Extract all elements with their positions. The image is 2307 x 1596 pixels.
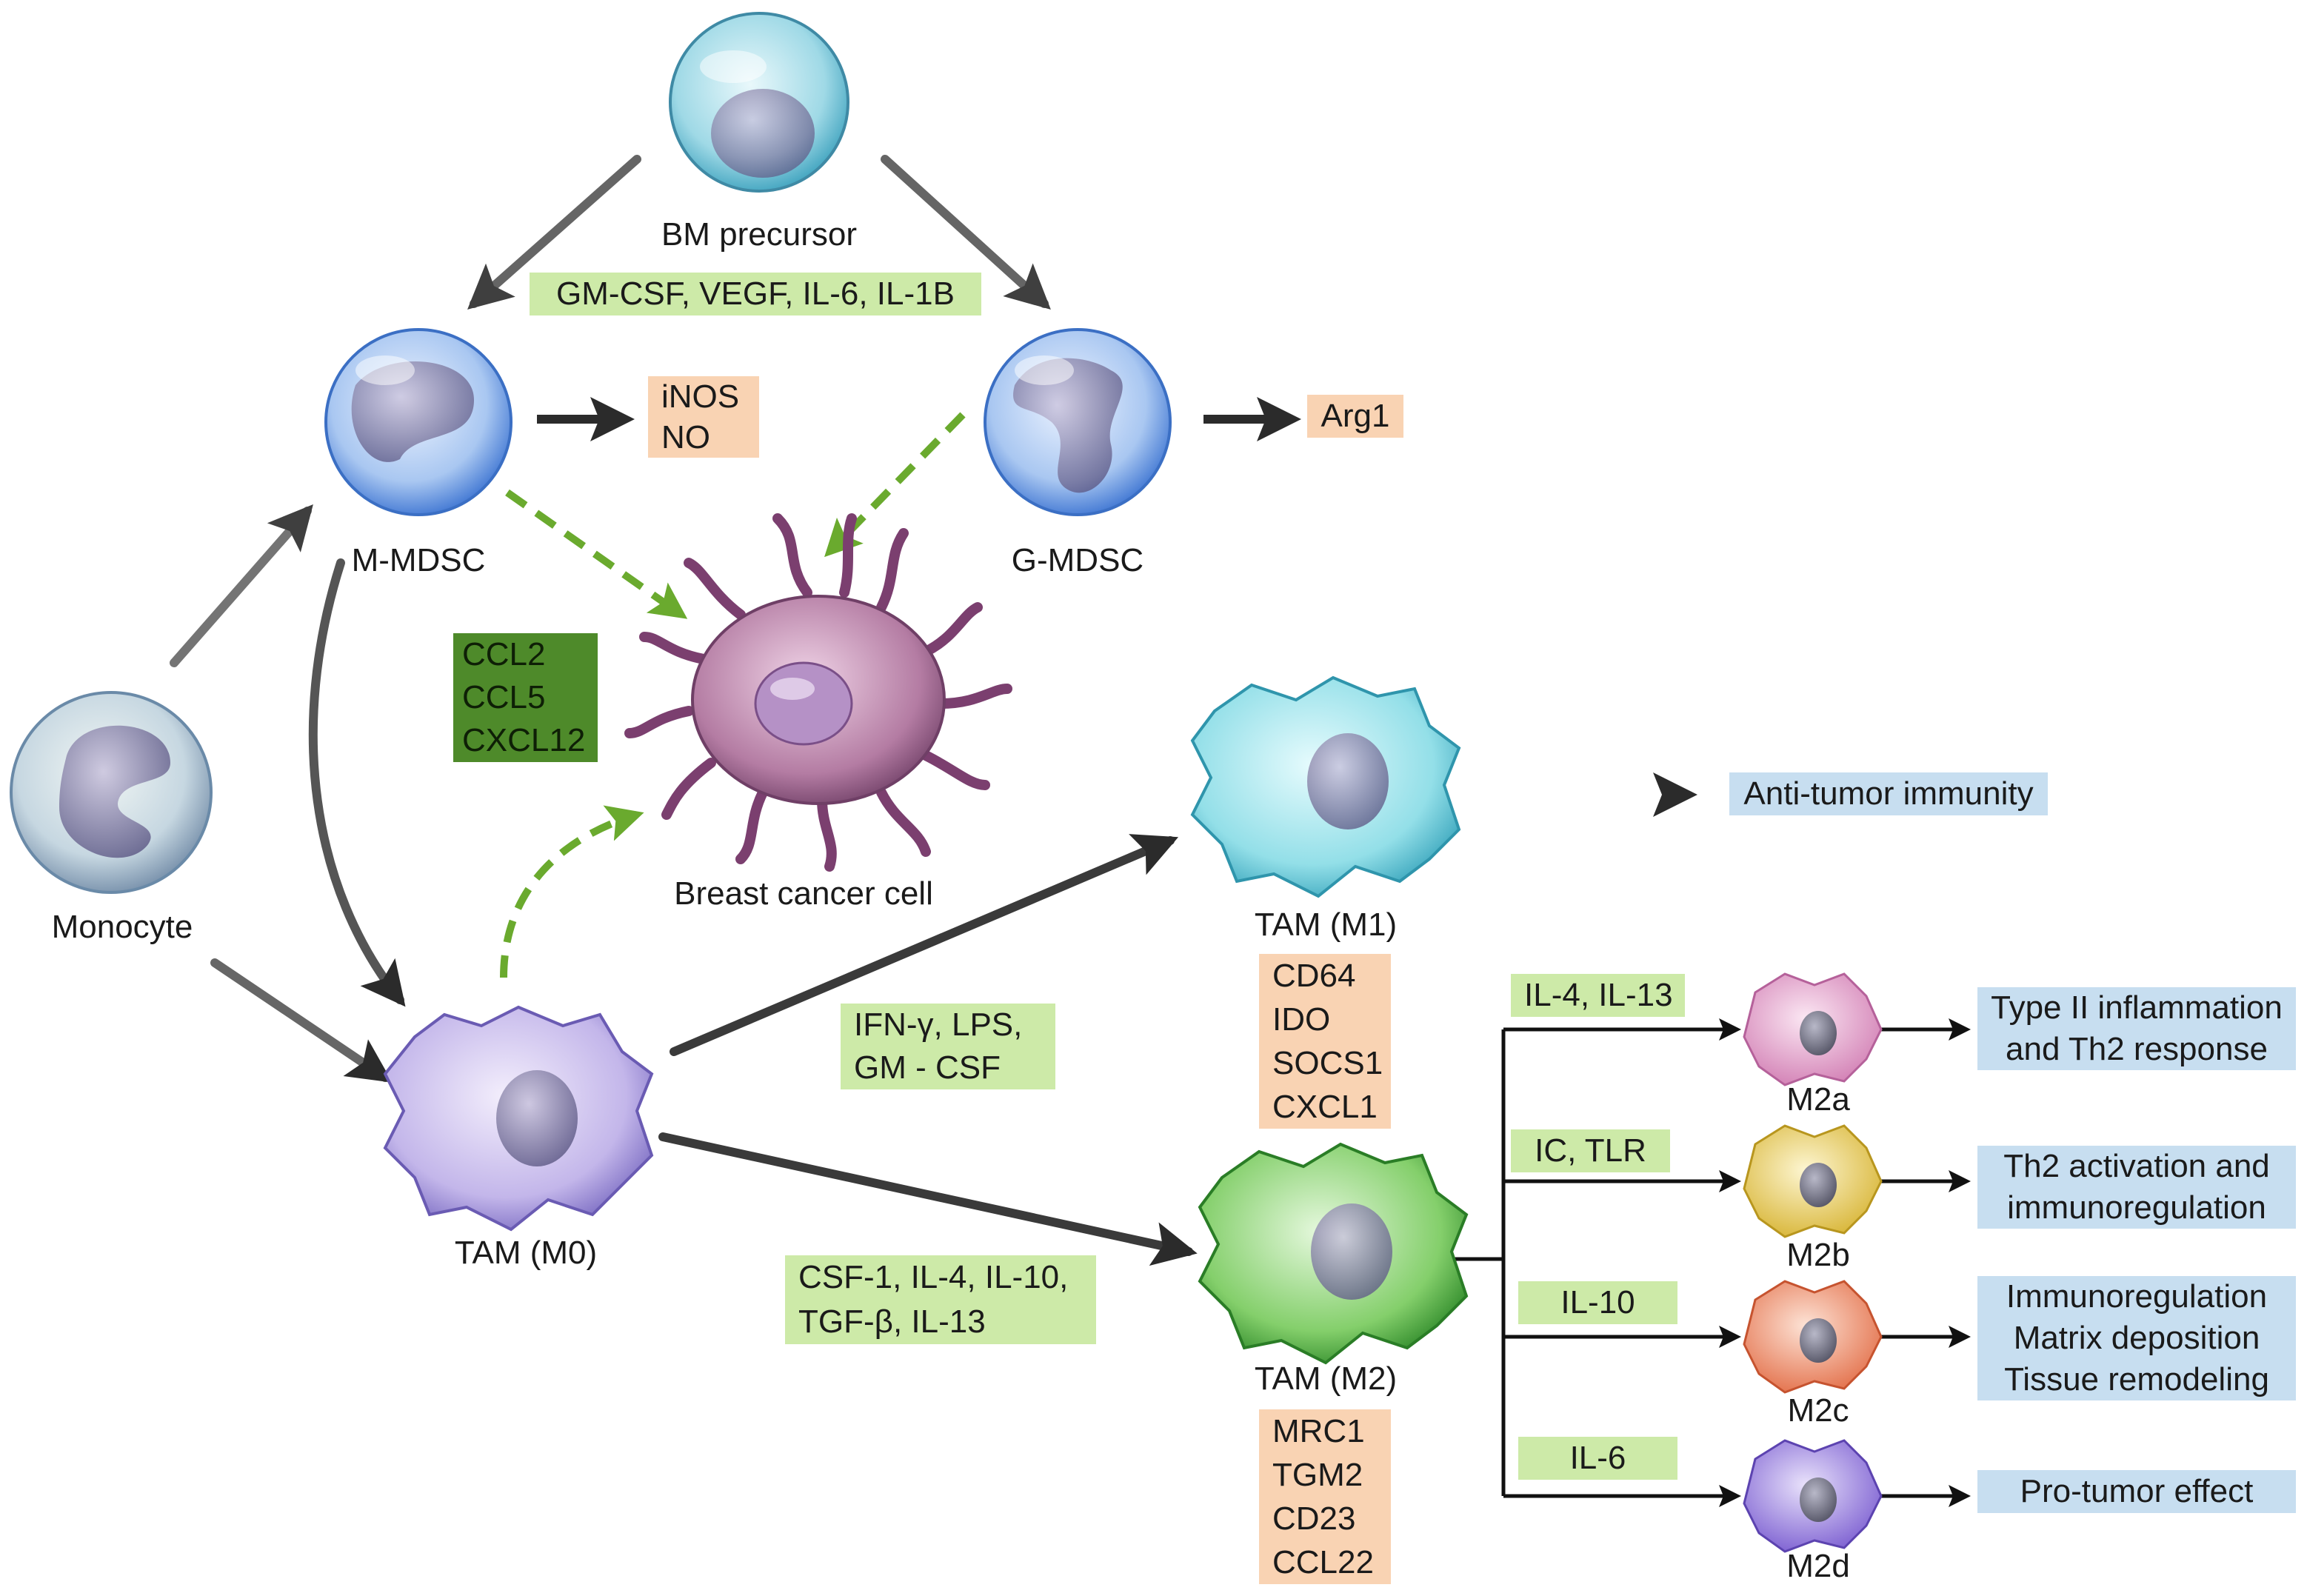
box-mmdsc-products: iNOS NO (648, 376, 759, 458)
marker-socs1: SOCS1 (1272, 1045, 1383, 1081)
box-m2b-inducer: IC, TLR (1511, 1129, 1670, 1172)
m2b-outcome-line2: immunoregulation (2007, 1189, 2266, 1226)
marker-cd23: CD23 (1272, 1500, 1356, 1537)
m2d-cell-icon (1743, 1439, 1883, 1553)
label-m2a: M2a (1786, 1081, 1850, 1118)
label-tam-m2: TAM (M2) (1254, 1360, 1398, 1397)
marker-mrc1: MRC1 (1272, 1413, 1365, 1449)
chemokine-cxcl12: CXCL12 (462, 722, 586, 758)
g-mdsc-cell-icon (984, 328, 1172, 516)
m2-inducer-line2: TGF-β, IL-13 (798, 1303, 986, 1340)
label-g-mdsc: G-MDSC (1011, 542, 1144, 578)
box-chemokines: CCL2 CCL5 CXCL12 (453, 633, 598, 762)
dashed-arrow-m0-to-cancer (500, 805, 644, 978)
label-bm-precursor: BM precursor (661, 216, 858, 253)
label-tam-m1: TAM (M1) (1254, 906, 1398, 943)
chemokine-ccl2: CCL2 (462, 636, 546, 672)
tam-m2-cell-icon (1198, 1142, 1469, 1365)
m1-inducer-line1: IFN-γ, LPS, (854, 1006, 1023, 1043)
m2b-outcome-line1: Th2 activation and (2003, 1148, 2270, 1184)
box-anti-tumor-immunity: Anti-tumor immunity (1729, 772, 2048, 815)
breast-cancer-cell-icon (624, 513, 1012, 872)
m2a-outcome-line2: and Th2 response (2006, 1031, 2268, 1067)
arrow-m0-to-m1 (670, 834, 1179, 1056)
box-m1-markers: CD64 IDO SOCS1 CXCL1 (1259, 954, 1391, 1129)
m2-inducer-line1: CSF-1, IL-4, IL-10, (798, 1259, 1069, 1295)
label-tam-m0: TAM (M0) (454, 1235, 598, 1271)
label-m2b: M2b (1786, 1237, 1850, 1273)
m2c-outcome-line1: Immunoregulation (2006, 1278, 2268, 1315)
chemokine-ccl5: CCL5 (462, 679, 546, 715)
m2c-outcome-line2: Matrix deposition (2013, 1320, 2260, 1356)
m2a-cell-icon (1743, 972, 1883, 1086)
label-breast-cancer-cell: Breast cancer cell (674, 875, 933, 912)
label-m2d: M2d (1786, 1548, 1850, 1584)
m2-bracket (1429, 1018, 1971, 1507)
box-m2d-inducer: IL-6 (1518, 1437, 1677, 1480)
box-m2-markers: MRC1 TGM2 CD23 CCL22 (1259, 1409, 1391, 1584)
label-monocyte: Monocyte (51, 909, 193, 945)
arrow-monocyte-to-m0 (210, 958, 393, 1083)
arrow-monocyte-to-mmdsc (170, 504, 313, 667)
m-mdsc-cell-icon (324, 328, 513, 516)
marker-ido: IDO (1272, 1001, 1331, 1038)
arrow-m0-to-m2 (658, 1132, 1198, 1266)
marker-cxcl1: CXCL1 (1272, 1089, 1378, 1125)
marker-ccl22: CCL22 (1272, 1544, 1374, 1580)
marker-tgm2: TGM2 (1272, 1457, 1363, 1493)
marker-cd64: CD64 (1272, 958, 1356, 994)
bm-precursor-cell-icon (669, 12, 849, 193)
arrow-mmdsc-to-m0 (308, 558, 406, 1007)
m1-inducer-line2: GM - CSF (854, 1049, 1001, 1086)
label-m2c: M2c (1787, 1392, 1849, 1429)
m2c-cell-icon (1743, 1280, 1883, 1394)
label-m-mdsc: M-MDSC (351, 542, 486, 578)
m2b-cell-icon (1743, 1124, 1883, 1238)
m2c-outcome-line3: Tissue remodeling (2004, 1361, 2269, 1398)
dashed-arrow-mmdsc-to-cancer (505, 489, 688, 619)
m2a-outcome-line1: Type II inflammation (1991, 989, 2283, 1026)
box-m2c-outcome: Immunoregulation Matrix deposition Tissu… (1977, 1276, 2296, 1400)
box-m2a-outcome: Type II inflammation and Th2 response (1977, 987, 2296, 1070)
box-arg1: Arg1 (1307, 395, 1403, 438)
monocyte-cell-icon (10, 691, 213, 894)
tam-m0-cell-icon (383, 1005, 654, 1232)
box-precursor-factors: GM-CSF, VEGF, IL-6, IL-1B (530, 273, 981, 315)
box-m2c-inducer: IL-10 (1518, 1281, 1677, 1324)
tam-m1-cell-icon (1190, 675, 1461, 898)
product-inos: iNOS (661, 378, 740, 415)
arrow-bm-to-mmdsc (467, 155, 641, 310)
box-m1-inducers: IFN-γ, LPS, GM - CSF (841, 1004, 1055, 1089)
box-m2d-outcome: Pro-tumor effect (1977, 1470, 2296, 1513)
arrow-bm-to-gmdsc (881, 155, 1051, 310)
box-m2-inducers: CSF-1, IL-4, IL-10, TGF-β, IL-13 (785, 1255, 1096, 1344)
box-m2b-outcome: Th2 activation and immunoregulation (1977, 1146, 2296, 1229)
flow-arrows (170, 155, 1697, 1266)
box-m2a-inducer: IL-4, IL-13 (1511, 974, 1685, 1017)
product-no: NO (661, 419, 710, 455)
